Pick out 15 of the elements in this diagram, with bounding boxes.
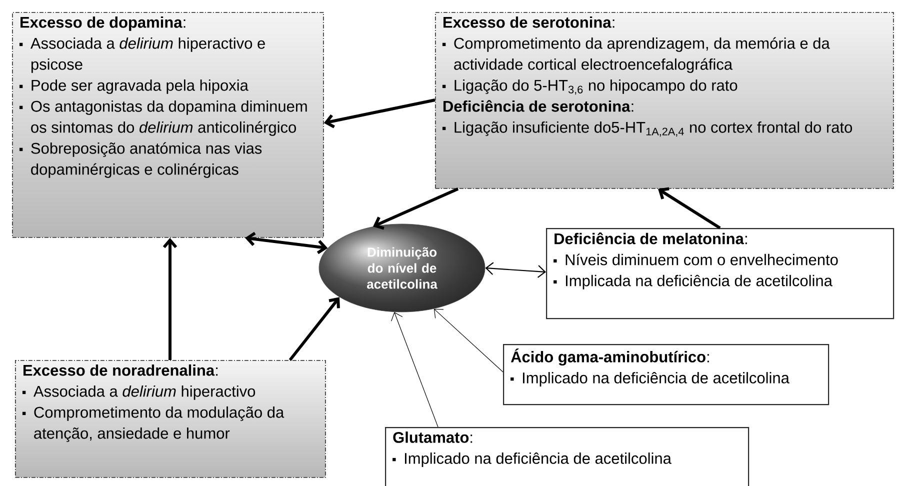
info-box: Glutamato: Implicado na deficiência de acetilcolina xyxy=(385,427,750,486)
arrow xyxy=(162,238,178,360)
arrow xyxy=(324,98,436,128)
arrow xyxy=(288,297,340,361)
shaded-info-box: Excesso de noradrenalina: Associada a delirium hiperactivo Comprometimento da modulação da atenção, ansiedade e humor xyxy=(15,360,326,478)
arrow xyxy=(391,312,438,428)
shaded-info-box: Excesso de serotonina: Comprometimento da aprendizagem, da memória e da actividade cortical electroencefalográfica Ligação do 5-HT$_{3,6}$ no hipocampo do rato Deficiência de serotonina: Ligação insuficiente do5-HT$_{1A,2A,4}$ no cortex frontal do rato xyxy=(435,12,894,189)
info-box: Deficiência de melatonina: Níveis diminuem com o envelhecimento Implicada na deficiência de acetilcolina xyxy=(546,228,894,320)
shaded-info-box: Excesso de dopamina: Associada a delirium hiperactivo e psicose Pode ser agravada pela hipoxia Os antagonistas da dopamina diminuem os sintomas do delirium anticolinérgico Sobreposição anatómica nas vias dopaminérgicas e colinérgicas xyxy=(12,12,324,238)
info-box: Ácido gama-aminobutírico: Implicado na deficiência de acetilcolina xyxy=(503,344,830,406)
arrow xyxy=(658,187,721,230)
arrow xyxy=(245,232,328,254)
arrow xyxy=(373,188,459,230)
arrow xyxy=(485,262,546,278)
arrow xyxy=(434,308,504,372)
